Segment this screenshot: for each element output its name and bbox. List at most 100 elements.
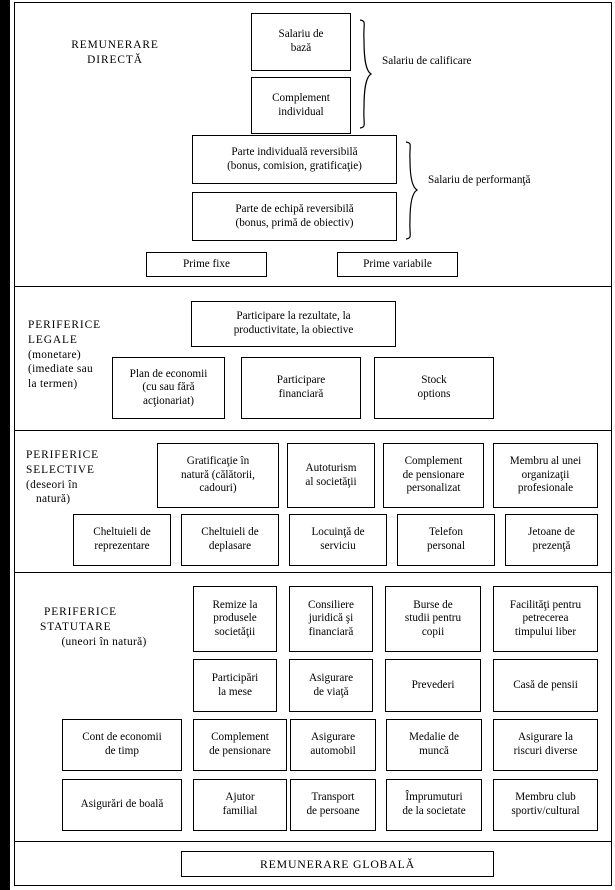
box-line: Complement — [272, 91, 330, 104]
box-asigurare-viata: Asigurare de viaţă — [289, 659, 373, 712]
box-asigurare-riscuri: Asigurare la riscuri diverse — [493, 719, 598, 771]
brace-salariu-performanta — [403, 140, 419, 240]
box-prime-variabile: Prime variabile — [337, 252, 458, 277]
box-line: muncă — [419, 745, 449, 757]
box-line: natură (călătorii, — [181, 468, 255, 481]
box-line: timpului liber — [514, 625, 577, 638]
box-line: Parte de echipă reversibilă — [235, 202, 354, 215]
box-line: Participare — [276, 374, 326, 387]
box-line: cadouri) — [199, 482, 237, 495]
box-line: Medalie de — [408, 731, 459, 744]
box-line: deplasare — [208, 540, 252, 552]
box-telefon-personal: Telefon personal — [397, 514, 495, 566]
box-remize-produse: Remize la produsele societăţii — [193, 586, 277, 652]
box-line: Cheltuieli de — [93, 526, 151, 539]
category-line-2: LEGALE — [28, 333, 78, 346]
box-line: personalizat — [406, 482, 461, 495]
box-line: Asigurări de boală — [80, 798, 164, 811]
box-line: bază — [290, 42, 312, 54]
box-line: personal — [427, 540, 465, 552]
box-line: automobil — [310, 745, 356, 757]
box-line: studii pentru — [404, 612, 462, 625]
box-cont-economii-timp: Cont de economii de timp — [62, 719, 182, 771]
box-line: Prime variabile — [363, 257, 432, 270]
box-line: Membru club — [515, 791, 576, 804]
box-line: reprezentare — [94, 540, 150, 552]
brace-salariu-calificare — [357, 18, 373, 130]
box-line: al societăţii — [305, 475, 357, 488]
category-label-periferice-selective: PERIFERICE SELECTIVE (deseori în natură) — [26, 448, 142, 507]
box-line: REMUNERARE GLOBALĂ — [260, 856, 415, 871]
box-burse-studii: Burse de studii pentru copii — [385, 586, 481, 652]
box-line: la mese — [218, 685, 252, 698]
box-line: Salariu de — [278, 28, 324, 41]
box-line: Complement — [404, 455, 463, 468]
box-autoturism: Autoturism al societăţii — [287, 443, 375, 508]
box-line: serviciu — [320, 540, 356, 552]
box-line: Consiliere — [308, 598, 354, 611]
category-note-line: (monetare) — [28, 348, 81, 361]
category-note-line: la termen) — [28, 378, 78, 391]
box-line: Casă de pensii — [513, 678, 578, 691]
box-line: Locuinţă de — [311, 526, 365, 539]
box-participare-rezultate: Participare la rezultate, la productivit… — [191, 301, 396, 347]
box-line: de pensionare — [402, 468, 465, 481]
box-line: financiară — [278, 388, 324, 400]
box-participare-financiara: Participare financiară — [241, 357, 361, 419]
category-line-1: PERIFERICE — [28, 319, 101, 331]
box-line: Gratificaţie în — [186, 455, 250, 468]
box-line: options — [417, 388, 451, 400]
category-line-2: STATUTARE — [40, 620, 112, 633]
box-line: Cheltuieli de — [201, 526, 259, 539]
box-remunerare-globala: REMUNERARE GLOBALĂ — [181, 851, 494, 877]
box-membru-organizatii: Membru al unei organizaţii profesionale — [493, 443, 598, 508]
box-line: riscuri diverse — [513, 745, 578, 757]
box-facilitati-timp-liber: Facilităţi pentru petrecerea timpului li… — [493, 586, 598, 652]
box-ajutor-familial: Ajutor familial — [193, 779, 287, 831]
box-cheltuieli-reprezentare: Cheltuieli de reprezentare — [73, 514, 171, 566]
brace-label-salariu-calificare: Salariu de calificare — [382, 55, 472, 67]
box-line: Remize la — [212, 598, 258, 611]
category-line-1: REMUNERARE — [71, 39, 159, 51]
box-parte-echipa-reversibila: Parte de echipă reversibilă (bonus, prim… — [192, 192, 397, 241]
box-line: de pensionare — [209, 745, 271, 757]
box-imprumuturi: Împrumuturi de la societate — [386, 779, 482, 831]
box-asigurari-boala: Asigurări de boală — [62, 779, 182, 831]
box-casa-pensii: Casă de pensii — [493, 659, 598, 712]
box-line: Burse de — [413, 598, 453, 611]
box-cheltuieli-deplasare: Cheltuieli de deplasare — [181, 514, 279, 566]
box-line: productivitate, la obiective — [233, 324, 354, 336]
box-line: financiară — [308, 625, 354, 638]
box-stock-options: Stock options — [374, 357, 494, 419]
section-divider-4 — [14, 841, 612, 842]
box-line: de la societate — [402, 805, 466, 817]
box-line: societăţii — [214, 625, 256, 638]
box-transport-persoane: Transport de persoane — [290, 779, 376, 831]
box-asigurare-automobil: Asigurare automobil — [290, 719, 376, 771]
box-line: Ajutor — [225, 791, 255, 804]
box-salariu-baza: Salariu de bază — [251, 13, 351, 71]
box-prime-fixe: Prime fixe — [146, 252, 267, 277]
box-line: individual — [278, 105, 324, 118]
box-locuinta-serviciu: Locuinţă de serviciu — [289, 514, 387, 566]
box-line: Participări — [211, 671, 259, 684]
box-line: acţionariat) — [143, 394, 194, 407]
box-complement-pensionare-personalizat: Complement de pensionare personalizat — [383, 443, 484, 508]
section-divider-1 — [14, 286, 612, 287]
box-jetoane-prezenta: Jetoane de prezenţă — [505, 514, 598, 566]
box-line: Telefon — [428, 526, 463, 539]
box-line: produsele — [213, 612, 257, 625]
box-line: Jetoane de — [528, 526, 575, 539]
box-complement-individual: Complement individual — [251, 77, 351, 134]
box-membru-club: Membru club sportiv/cultural — [493, 779, 598, 831]
box-line: copii — [421, 625, 445, 638]
category-line-2: DIRECTĂ — [87, 53, 143, 66]
box-prevederi: Prevederi — [385, 659, 481, 712]
box-participari-mese: Participări la mese — [193, 659, 277, 712]
box-parte-individuala-reversibila: Parte individuală reversibilă (bonus, co… — [192, 135, 397, 184]
section-divider-3 — [14, 572, 612, 573]
box-line: Parte individuală reversibilă — [231, 145, 358, 158]
box-line: organizaţii — [521, 468, 570, 481]
box-line: de persoane — [306, 805, 360, 817]
